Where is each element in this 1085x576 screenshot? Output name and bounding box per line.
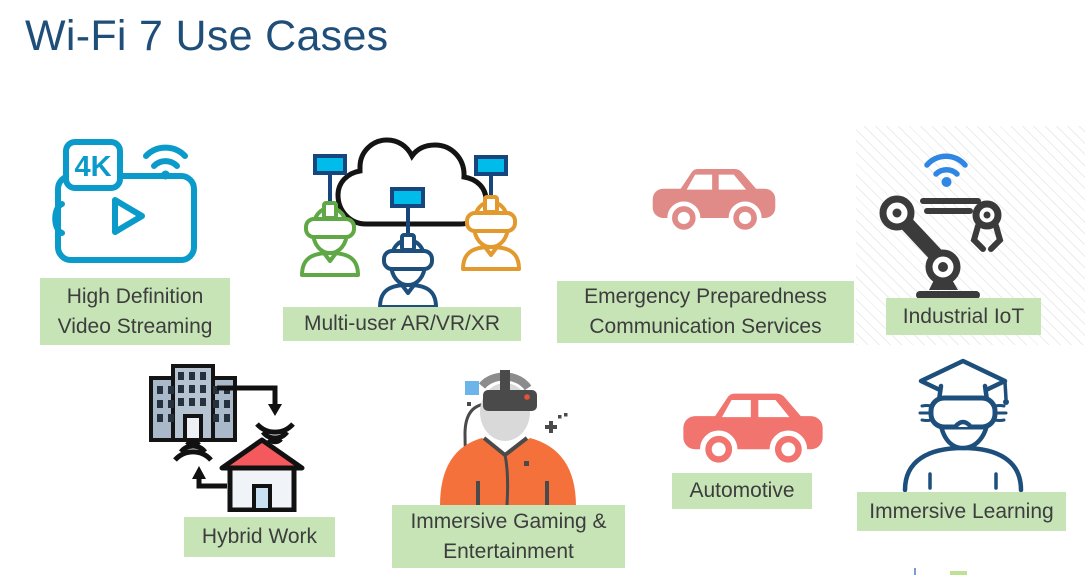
use-case-label-industrial-iot: Industrial IoT [886, 298, 1041, 335]
page-title: Wi-Fi 7 Use Cases [25, 12, 389, 60]
use-case-label-gaming: Immersive Gaming & Entertainment [392, 505, 625, 568]
wifi-dot [161, 170, 170, 180]
vr-graduate-icon [902, 358, 1024, 493]
4k-badge-text: 4K [74, 151, 111, 183]
deco-plus [545, 421, 557, 433]
cloud-outline [335, 137, 489, 227]
wifi-icon [924, 153, 968, 187]
use-case-label-emergency: Emergency Preparedness Communication Ser… [557, 281, 854, 343]
logo-fragment-blue [914, 568, 916, 575]
deco-blue-square [465, 381, 479, 395]
connectors [313, 154, 508, 237]
robot-arm-icon [879, 195, 1004, 299]
use-case-label-learning: Immersive Learning [857, 492, 1066, 531]
vr-user-navy [378, 233, 438, 307]
office-building [149, 364, 237, 442]
use-case-label-hybrid-work: Hybrid Work [184, 517, 335, 557]
arrow-to-home [217, 385, 295, 445]
use-case-label-multi-user: Multi-user AR/VR/XR [283, 307, 521, 341]
multi-user-vr-cloud-icon [300, 137, 521, 307]
4k-video-streaming-icon: 4K [52, 139, 197, 263]
car-icon [652, 168, 776, 235]
arrow-to-office [173, 439, 227, 489]
car-icon [683, 393, 823, 469]
logo-fragment-green [950, 571, 967, 575]
vr-gamer-icon [440, 370, 576, 506]
use-case-label-automotive: Automotive [672, 473, 812, 509]
home [219, 437, 305, 512]
use-case-label-hd-video: High Definition Video Streaming [40, 278, 230, 345]
office-home-wifi-icon [149, 364, 305, 512]
